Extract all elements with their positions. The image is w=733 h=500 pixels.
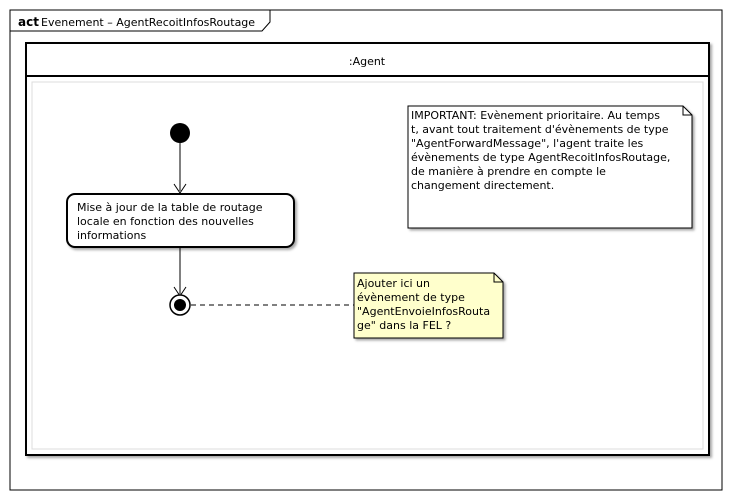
- note-todo-line-1: Ajouter ici un: [357, 277, 430, 290]
- final-node-inner: [174, 299, 186, 311]
- note-important: [407, 105, 693, 229]
- frame-title: Evenement – AgentRecoitInfosRoutage: [41, 16, 255, 29]
- action-line-1: Mise à jour de la table de routage: [77, 201, 263, 214]
- frame-name-tab: [9, 9, 271, 32]
- note-todo: [353, 272, 504, 339]
- note-todo-line-4: ge" dans la FEL ?: [357, 319, 451, 332]
- note-important-line-6: changement directement.: [411, 179, 554, 192]
- frame-keyword: act: [18, 15, 39, 29]
- note-todo-corner: [493, 273, 503, 283]
- action-line-2: locale en fonction des nouvelles: [77, 215, 254, 228]
- note-important-line-3: "AgentForwardMessage", l'agent traite le…: [411, 137, 644, 150]
- note-todo-line-3: "AgentEnvoieInfosRouta: [357, 305, 490, 318]
- action-line-3: informations: [77, 229, 146, 242]
- note-important-line-2: t, avant tout traitement d'évènements de…: [411, 123, 669, 136]
- note-todo-line-2: évènement de type: [357, 291, 465, 304]
- note-important-line-1: IMPORTANT: Evènement prioritaire. Au tem…: [411, 109, 660, 122]
- note-important-corner: [682, 106, 692, 116]
- partition-name: :Agent: [349, 55, 386, 68]
- initial-node: [170, 123, 190, 143]
- note-important-line-5: de manière à prendre en compte le: [411, 165, 606, 178]
- note-important-line-4: évènements de type AgentRecoitInfosRouta…: [411, 151, 670, 164]
